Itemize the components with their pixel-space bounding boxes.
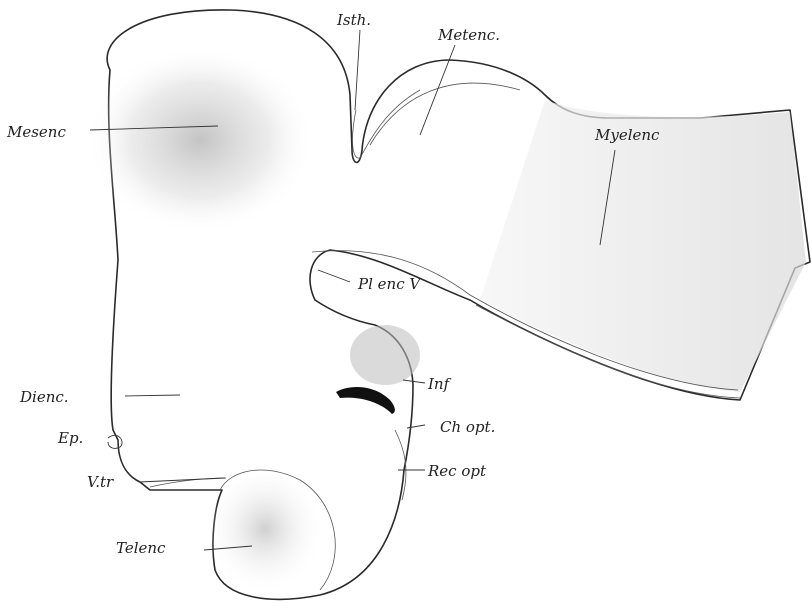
mesencephalon-shading	[85, 45, 315, 235]
label-dienc: Dienc.	[19, 388, 69, 406]
label-pl-enc-v: Pl enc V	[357, 275, 422, 293]
label-inf: Inf	[427, 375, 452, 393]
label-ep: Ep.	[57, 429, 83, 447]
label-metenc: Metenc.	[437, 26, 500, 44]
infundibulum-shading	[350, 325, 420, 385]
label-myelenc: Myelenc	[594, 126, 660, 144]
label-mesenc: Mesenc	[6, 123, 66, 141]
v-tr-leader	[140, 478, 225, 482]
label-isth: Isth.	[336, 11, 371, 29]
label-ch-opt: Ch opt.	[440, 418, 495, 436]
inf-leader	[403, 380, 425, 383]
metencephalon-inner-line	[370, 83, 520, 145]
label-telenc: Telenc	[116, 539, 166, 557]
isth-leader	[355, 30, 360, 110]
metenc-leader	[420, 45, 455, 135]
optic-chiasma-band	[336, 387, 395, 414]
dienc-leader	[125, 395, 180, 396]
telencephalon-shading	[210, 475, 320, 595]
label-rec-opt: Rec opt	[427, 462, 487, 480]
pl-enc-v-leader	[318, 270, 350, 282]
label-v-tr: V.tr	[87, 473, 114, 491]
ch-opt-leader	[407, 425, 425, 428]
ep-leader	[108, 435, 122, 448]
